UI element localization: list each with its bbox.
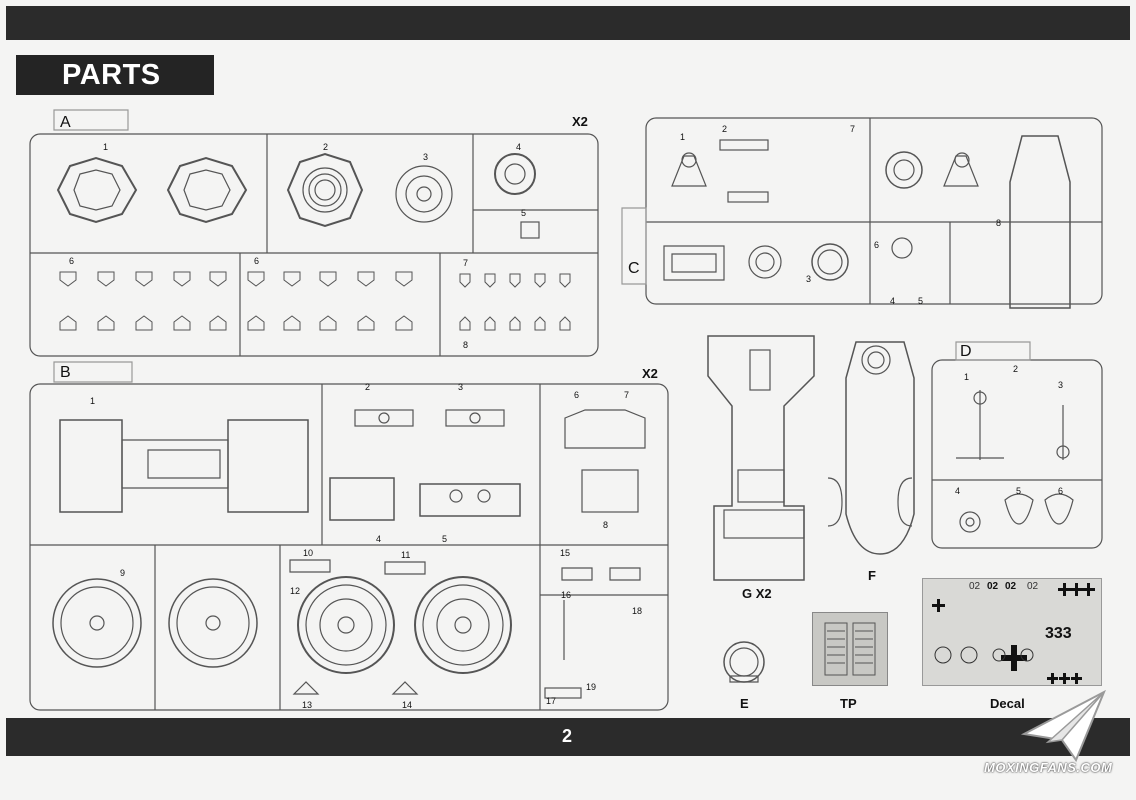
- decal-crosses: [932, 583, 1095, 684]
- part-number: 3: [458, 382, 464, 392]
- part-number: 6: [574, 390, 580, 400]
- part-number: 2: [323, 142, 329, 152]
- part-number: 11: [401, 550, 411, 560]
- part-e-label: E: [740, 696, 749, 711]
- part-number: 15: [560, 548, 571, 558]
- page-title: PARTS: [62, 59, 161, 91]
- part-g: [707, 335, 815, 581]
- part-number: 19: [586, 682, 597, 692]
- part-number: 9: [120, 568, 126, 578]
- photo-etch-sheet: [812, 612, 888, 686]
- part-number: 1: [680, 132, 686, 142]
- bottom-bar: 2: [6, 718, 1130, 756]
- part-number: 6: [1058, 486, 1064, 496]
- part-number: 5: [442, 534, 448, 544]
- part-number: 1: [103, 142, 109, 152]
- part-number: 14: [402, 700, 413, 710]
- sprue-b-letter: B: [60, 364, 71, 381]
- part-number: 3: [806, 274, 812, 284]
- part-number: 13: [302, 700, 313, 710]
- part-number: 10: [303, 548, 314, 558]
- part-number: 8: [603, 520, 609, 530]
- sprue-b: [29, 361, 669, 711]
- part-number: 2: [722, 124, 728, 134]
- part-number: 6: [69, 256, 75, 266]
- sprue-d-letter: D: [960, 343, 972, 360]
- part-number: 4: [955, 486, 961, 496]
- decal-sheet: 02 02 02 02 333: [922, 578, 1102, 686]
- decal-label: Decal: [990, 696, 1025, 711]
- sprue-c-letter: C: [628, 260, 640, 277]
- part-f-label: F: [868, 568, 876, 583]
- part-number: 5: [521, 208, 527, 218]
- page-title-box: PARTS: [16, 55, 214, 95]
- decal-number: 02: [1005, 581, 1017, 592]
- part-number: 6: [254, 256, 260, 266]
- part-f: [827, 341, 915, 555]
- paper-plane-logo: [1020, 689, 1106, 763]
- part-number: 7: [850, 124, 856, 134]
- part-number: 17: [546, 696, 557, 706]
- top-bar: [6, 6, 1130, 40]
- sprue-d: [931, 341, 1103, 549]
- part-number: 6: [874, 240, 880, 250]
- part-number: 12: [290, 586, 301, 596]
- part-number: 3: [1058, 380, 1064, 390]
- part-number: 16: [561, 590, 572, 600]
- part-number: 1: [90, 396, 96, 406]
- part-number: 2: [365, 382, 371, 392]
- watermark-text: MOXINGFANS.COM: [984, 760, 1113, 775]
- part-number: 5: [918, 296, 924, 306]
- part-number: 5: [1016, 486, 1022, 496]
- decal-number: 02: [1027, 581, 1039, 592]
- sprue-c: [621, 117, 1103, 309]
- part-number: 2: [1013, 364, 1019, 374]
- part-number: 18: [632, 606, 643, 616]
- part-number: 4: [516, 142, 522, 152]
- part-number: 4: [376, 534, 382, 544]
- part-number: 7: [463, 258, 469, 268]
- photo-etch-grille: [824, 622, 876, 676]
- part-e: [723, 641, 765, 683]
- part-number: 8: [463, 340, 469, 350]
- part-number: 8: [996, 218, 1002, 228]
- page-number: 2: [562, 726, 573, 746]
- part-number: 3: [423, 152, 429, 162]
- decal-number: 02: [987, 581, 999, 592]
- sprue-a-quantity: X2: [572, 114, 588, 129]
- part-tp-label: TP: [840, 696, 857, 711]
- part-number: 1: [964, 372, 970, 382]
- sprue-a: [29, 109, 599, 357]
- part-number: 4: [890, 296, 896, 306]
- sprue-a-letter: A: [60, 114, 71, 131]
- part-g-label: G X2: [742, 586, 772, 601]
- sprue-b-quantity: X2: [642, 366, 658, 381]
- decal-number: 333: [1045, 625, 1072, 642]
- part-number: 7: [624, 390, 630, 400]
- decal-number: 02: [969, 581, 981, 592]
